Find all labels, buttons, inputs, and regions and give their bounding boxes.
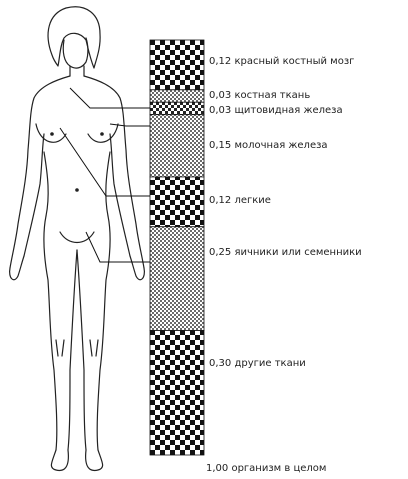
bar-segment-6 — [150, 227, 204, 331]
bar-segment-4 — [150, 115, 204, 177]
total-label: 1,00 организм в целом — [206, 463, 326, 474]
bar-segment-1 — [150, 40, 204, 90]
segment-label-7: 0,30 другие ткани — [209, 358, 306, 369]
segment-label-4: 0,15 молочная железа — [209, 140, 328, 151]
bar-segment-5 — [150, 177, 204, 227]
segment-label-1: 0,12 красный костный мозг — [209, 56, 354, 67]
leader-lines — [60, 88, 150, 262]
bar-segment-7 — [150, 331, 204, 456]
risk-bar — [150, 40, 204, 455]
bar-segment-2 — [150, 90, 204, 102]
segment-label-6: 0,25 яичники или семенники — [209, 247, 362, 258]
segment-label-5: 0,12 легкие — [209, 195, 271, 206]
segment-labels: 0,12 красный костный мозг 0,03 костная тк… — [209, 56, 362, 369]
female-figure-illustration — [10, 7, 145, 471]
segment-label-3: 0,03 щитовидная железа — [209, 105, 343, 116]
segment-label-2: 0,03 костная ткань — [209, 90, 310, 101]
bar-segment-3 — [150, 102, 204, 114]
